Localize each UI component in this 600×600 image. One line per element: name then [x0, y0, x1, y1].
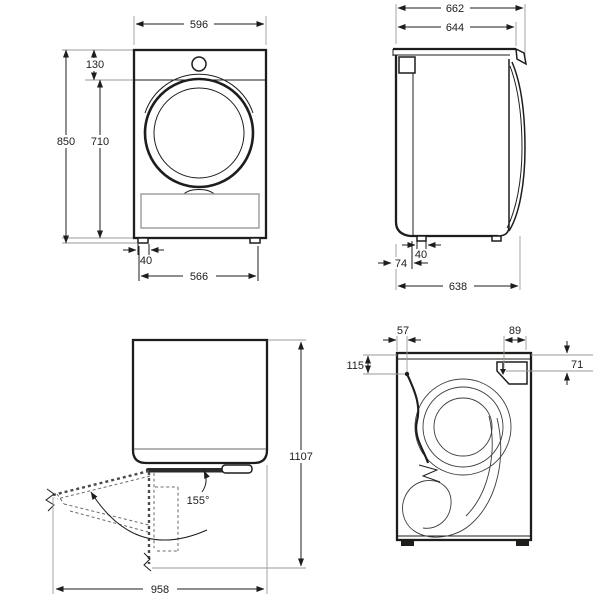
side-extension-lines [395, 4, 526, 290]
water-inlet-housing [496, 361, 528, 385]
power-cord [406, 373, 430, 464]
front-view: 596 130 850 710 40 566 [52, 16, 268, 283]
rear-machine [395, 351, 533, 546]
swing-machine-outline [131, 338, 269, 465]
door-handle-recess [183, 189, 215, 195]
dim-cord-from-left: 57 [397, 325, 409, 337]
side-dimensions: 662 644 40 74 638 [378, 1, 524, 293]
hose-holder [418, 464, 441, 483]
break-line-bottom [143, 552, 152, 572]
water-inlet-valve [500, 363, 506, 375]
side-front-edge [497, 59, 510, 237]
dim-front-feet-span: 566 [190, 271, 208, 283]
rear-top-cap [398, 56, 416, 74]
dim-side-max-depth: 662 [446, 3, 464, 15]
door-open-155 [45, 469, 151, 533]
drain-hose-outer [402, 417, 502, 538]
side-front-foot [416, 235, 427, 242]
detergent-drawer-panel [140, 193, 260, 229]
door-swing-view: 155° 1107 958 [45, 338, 320, 596]
side-door-bulge-outer [508, 61, 526, 232]
dim-cord-from-top: 115 [346, 360, 364, 372]
dim-front-total-height: 850 [57, 136, 75, 148]
front-dimensions: 596 130 850 710 40 566 [52, 17, 265, 283]
side-door-bulge-inner [506, 65, 523, 229]
side-control-panel [515, 47, 528, 66]
door-swing-arc [90, 491, 208, 541]
dim-inlet-from-right: 89 [509, 325, 521, 337]
dim-front-foot-width: 40 [140, 255, 152, 267]
door-trim-arc [144, 73, 254, 114]
swing-machine [131, 338, 269, 474]
door-latch [221, 464, 253, 474]
dim-side-foot-width: 40 [415, 249, 427, 261]
dim-front-panel-height: 130 [86, 59, 104, 71]
closed-door-edge [146, 468, 226, 473]
side-rear-foot [491, 235, 502, 242]
side-view: 662 644 40 74 638 [378, 1, 528, 293]
dim-door-angle: 155° [187, 495, 210, 507]
dim-width-door-open: 958 [151, 584, 169, 596]
rear-dimensions: 57 89 115 71 [346, 325, 593, 385]
dim-side-depth-no-door: 644 [446, 22, 464, 34]
drum-outline-inner [433, 397, 493, 457]
swing-dimensions: 1107 958 [52, 339, 320, 596]
door-open-90 [143, 472, 179, 572]
break-line-left [45, 488, 55, 512]
dim-front-width: 596 [190, 19, 208, 31]
dim-inlet-from-top: 71 [571, 359, 583, 371]
door-outer-ring [143, 77, 255, 189]
drain-hose-inner [465, 415, 493, 517]
rear-right-foot [516, 540, 529, 546]
front-machine [132, 48, 268, 244]
drum-outline-mid [422, 386, 504, 468]
side-machine [392, 47, 528, 242]
drum-outline-outer [414, 378, 512, 476]
hinge-pointer-arrow [201, 470, 210, 493]
dim-front-body-height: 710 [91, 136, 109, 148]
swing-annotation: 155° [90, 470, 216, 541]
control-knob [191, 56, 207, 72]
side-back-edge [394, 55, 411, 238]
front-right-foot [249, 237, 261, 244]
dim-depth-door-open: 1107 [289, 451, 313, 463]
rear-view: 57 89 115 71 [346, 325, 593, 546]
rear-left-foot [401, 540, 414, 546]
dim-side-rear-offset: 74 [395, 258, 407, 270]
front-left-foot [137, 237, 149, 244]
dim-side-base-depth: 638 [449, 281, 467, 293]
door-inner-ring [153, 87, 245, 179]
